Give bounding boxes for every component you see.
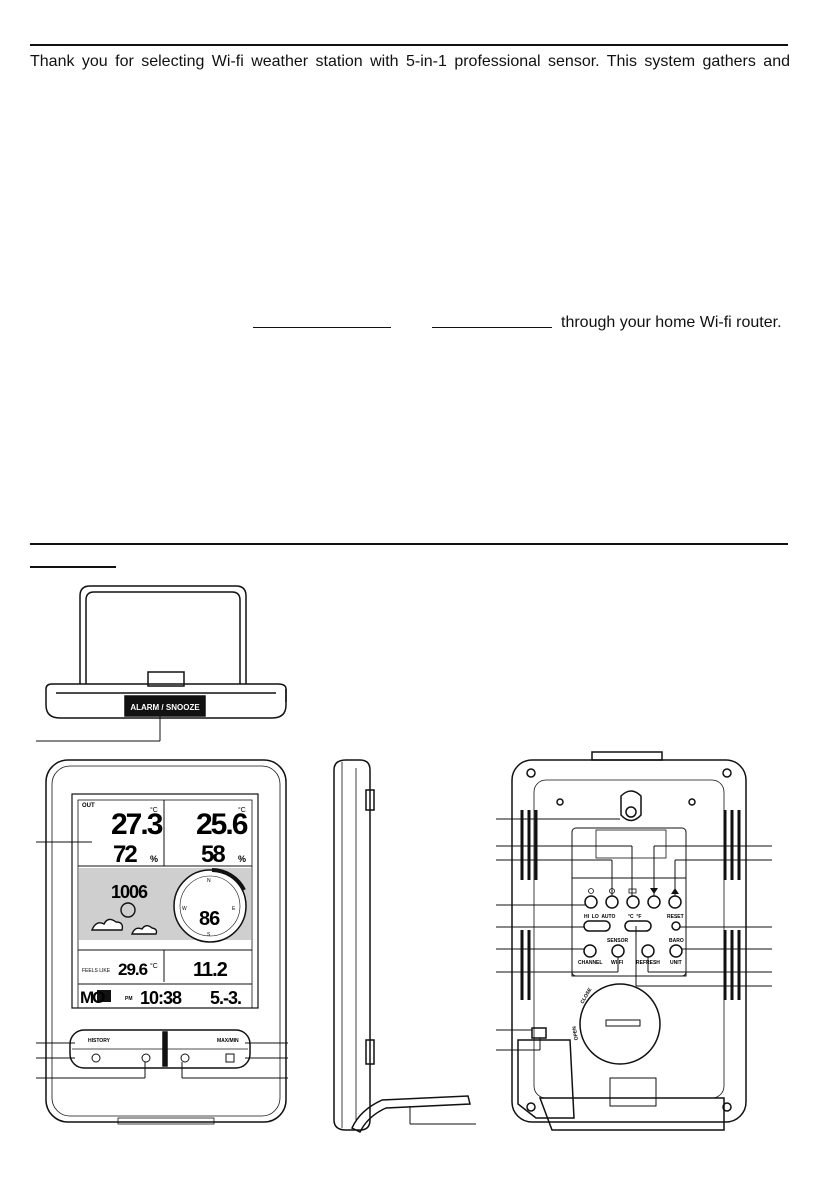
top-view [36,585,287,742]
compass-e: E [232,906,236,912]
feels-like-value: 29.6 [118,960,148,979]
unit-label: UNIT [670,960,682,966]
back-button-icons [588,888,679,894]
down-arrow-icon [650,888,658,894]
section-rule [30,543,788,545]
reset-label: RESET [667,914,684,920]
wind-icon [180,1053,190,1063]
indoor-temp-unit: °C [238,806,246,814]
indoor-temp: 25.6 [196,808,248,841]
intro-router-text: through your home Wi-fi router. [561,314,782,331]
up-arrow-icon [671,888,679,894]
menu-icon [225,1053,235,1063]
pm-label: PM [125,996,133,1002]
compass-s: S [207,932,211,938]
forecast-icon [141,1053,151,1063]
outdoor-humidity: 72 [113,841,137,868]
alarm-snooze-label: ALARM / SNOOZE [130,703,200,712]
battery-open-label: OPEN [572,1025,580,1040]
lcd-display [78,800,252,1002]
play-pause-icon [628,888,637,894]
wind-speed: 86 [199,908,220,930]
back-view [496,751,772,1131]
feels-like-unit: °C [150,962,158,970]
intro-paragraph-line: Thank you for selecting Wi-fi weather st… [30,53,790,70]
time-value: 10:38 [140,988,182,1008]
channel-label: CHANNEL [578,960,602,966]
section-heading-underline [30,552,116,568]
weekday: MO [80,988,105,1007]
maxmin-label: MAX/MIN [217,1038,239,1044]
side-view [333,759,476,1134]
outdoor-temp: 27.3 [111,808,163,841]
front-view [36,759,288,1125]
fill-in-blank-1 [253,327,391,328]
c-f-label: °C °F [628,914,641,920]
top-rule [30,44,788,46]
fill-in-blank-2 [432,327,552,328]
wifi-label: WI-FI [611,960,624,966]
hi-lo-auto-label: HI LO AUTO [584,914,616,920]
refresh-label: REFRESH [636,960,660,966]
history-label: HISTORY [88,1038,111,1044]
compass-n: N [207,878,211,884]
rain-icon [91,1053,101,1063]
baro-label: BARO [669,938,684,944]
outdoor-temp-unit: °C [150,806,158,814]
indoor-humidity: 58 [201,841,225,868]
outdoor-label: OUT [82,803,95,809]
date-value: 5.-3. [210,988,241,1008]
front-button-icons [91,1053,235,1063]
outdoor-humidity-unit: % [150,854,158,864]
clock-icon [588,888,594,894]
pressure-value: 1006 [111,882,148,902]
compass-w: W [182,906,187,912]
feels-like-label: FEELS LIKE [82,968,111,974]
rain-value: 11.2 [193,959,228,981]
indoor-humidity-unit: % [238,854,246,864]
alarm-icon [609,888,615,894]
sensor-label: SENSOR [607,938,629,944]
